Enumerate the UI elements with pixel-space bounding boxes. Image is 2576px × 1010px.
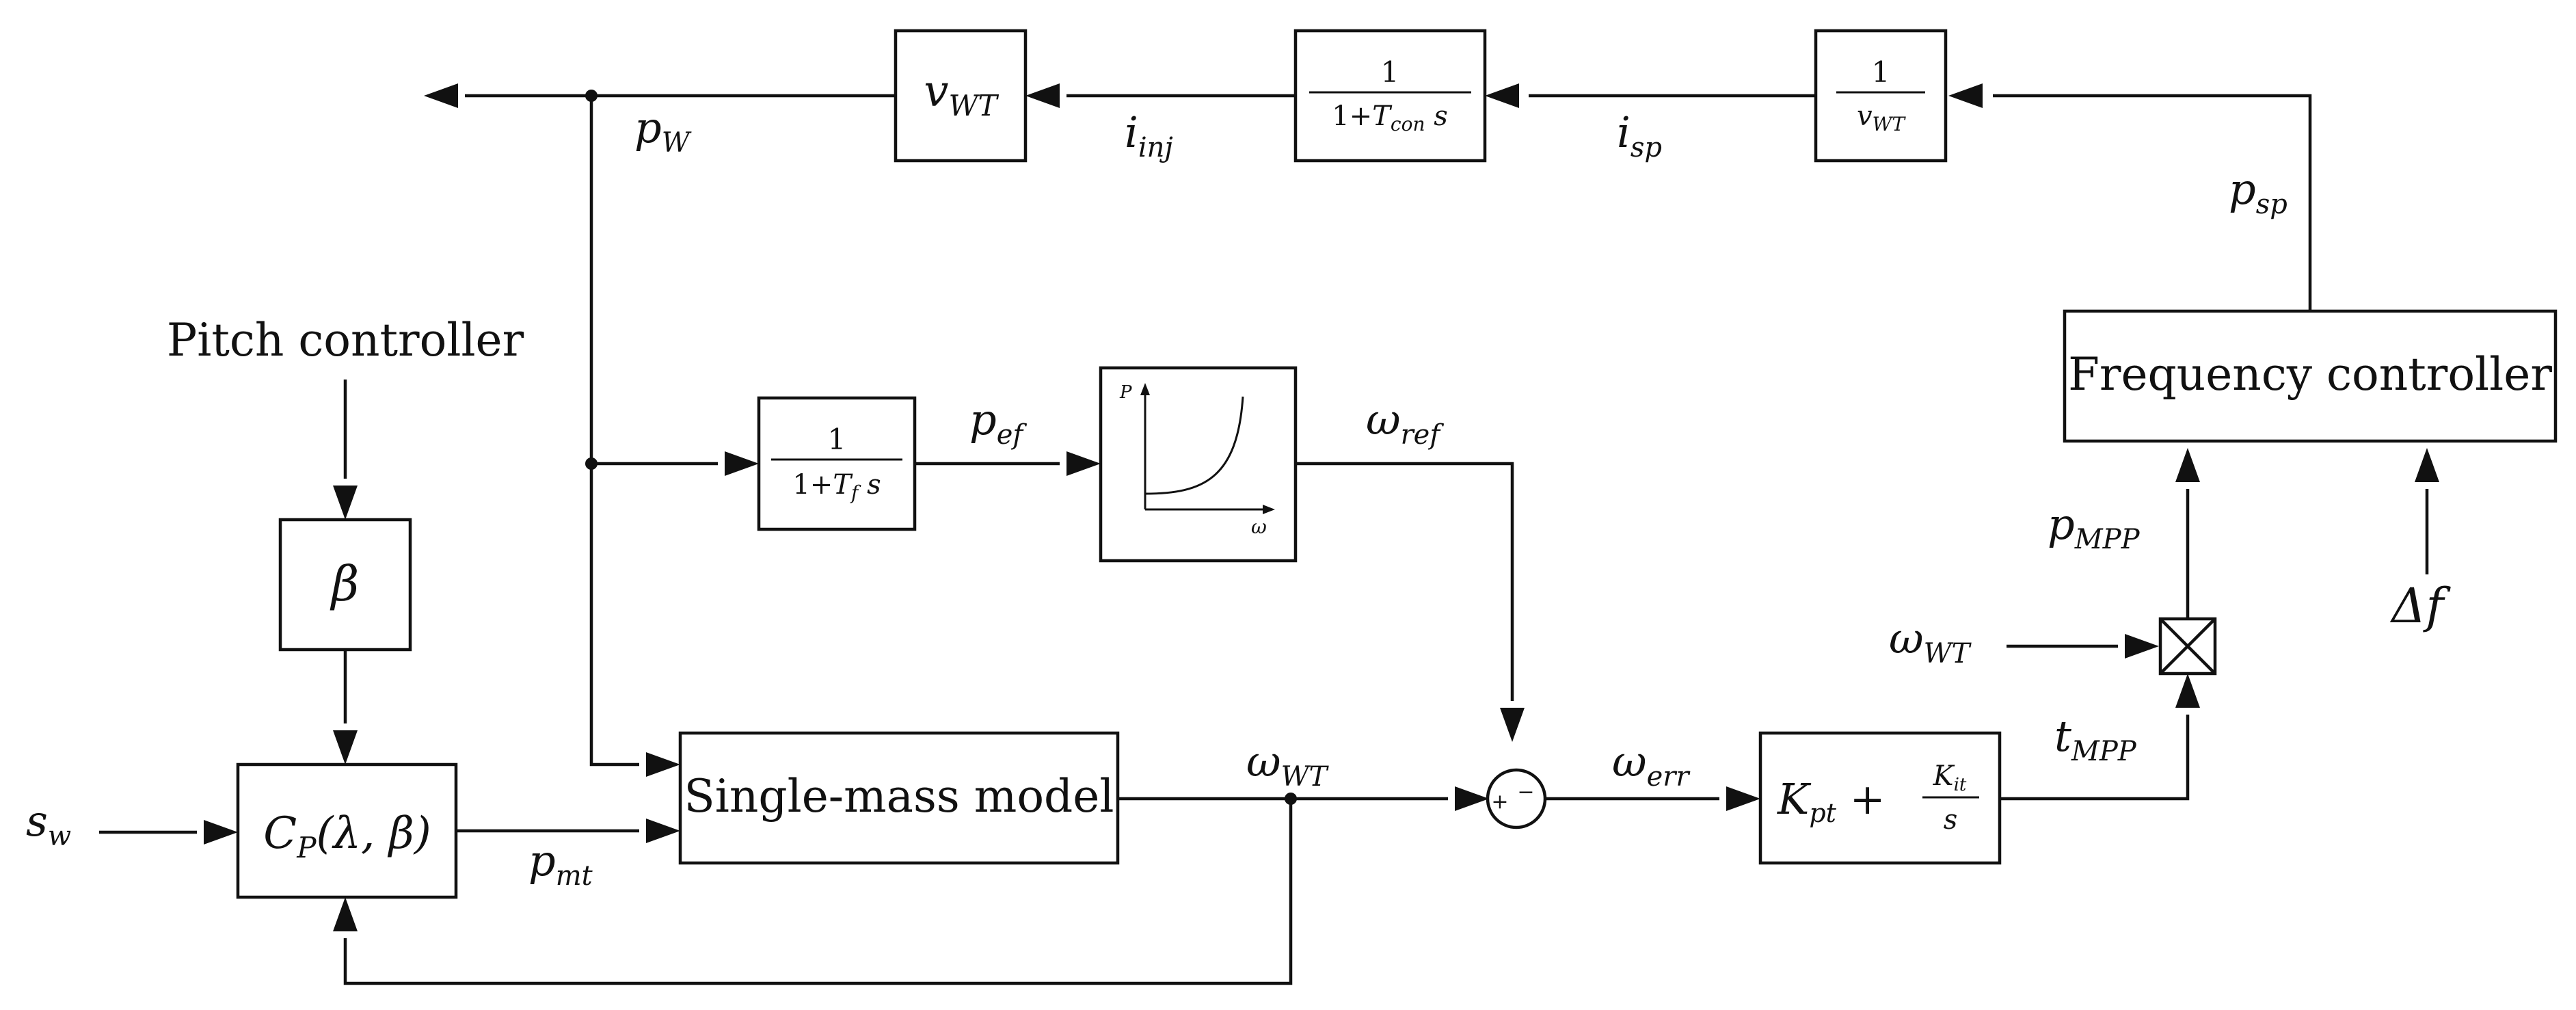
conv-tf-den-sub: con — [1391, 113, 1425, 135]
pi-k-sub: pt — [1809, 798, 1836, 828]
wire-psp — [1993, 94, 2312, 311]
label-p-ef: pef — [969, 395, 1027, 451]
svg-text:1+Tcon s: 1+Tcon s — [1332, 101, 1447, 135]
conv-tf-num: 1 — [1381, 55, 1399, 89]
conv-tf-den-prefix: 1+ — [1332, 101, 1372, 132]
wire-omega-feedback — [343, 799, 1293, 985]
label-p-mt: pmt — [528, 836, 593, 892]
cp-args: (λ, β) — [317, 808, 431, 859]
arrow-into-inv-v — [1948, 83, 1983, 108]
wire-tmpp — [2000, 715, 2190, 801]
arrow-pw-out — [424, 83, 458, 108]
arrow-into-freq-ctrl-p — [2175, 448, 2200, 482]
label-omega-wt: ωWT — [1246, 736, 1330, 793]
frequency-controller-label: Frequency controller — [2068, 348, 2552, 401]
label-i-inj: iinj — [1125, 107, 1173, 163]
curve-line — [1144, 396, 1244, 495]
arrow-into-filter — [725, 451, 759, 476]
label-omega-err: ωerr — [1612, 736, 1691, 793]
junction-pw-top — [585, 90, 598, 102]
filter-tf-block: 1 1+Tf s — [757, 396, 917, 531]
signal-labels: pW iinj isp psp pef ωref pMPP ωWT Δf ωWT… — [26, 103, 2452, 892]
wire-pw-branch — [589, 96, 639, 767]
multiplier-block — [2158, 617, 2217, 676]
label-t-mpp: tMPP — [2054, 711, 2137, 767]
inv-v-den-var: v — [1857, 101, 1873, 132]
label-p-w: pW — [634, 103, 692, 159]
label-omega-wt-in: ωWT — [1889, 613, 1972, 669]
single-mass-model-block: Single-mass model — [678, 731, 1120, 865]
svg-text:vWT: vWT — [924, 66, 999, 122]
v-gain-block: vWT — [894, 29, 1028, 163]
sum-plus-sign: + — [1491, 790, 1508, 814]
inv-v-den-sub: WT — [1873, 113, 1907, 135]
svg-text:Kpt +: Kpt + — [1777, 774, 1886, 828]
curve-y-label: P — [1119, 382, 1132, 403]
arrow-into-multiplier-t — [2175, 674, 2200, 708]
arrow-into-multiplier-w — [2125, 634, 2159, 659]
label-p-mpp: pMPP — [2048, 499, 2141, 555]
pi-s-symbol: s — [1944, 804, 1958, 836]
beta-symbol: β — [330, 556, 359, 612]
summation-junction: + − — [1486, 768, 1547, 829]
wire-omega-ref — [1296, 462, 1514, 701]
label-i-sp: isp — [1617, 107, 1662, 163]
inv-v-num: 1 — [1872, 55, 1890, 89]
cp-sub: P — [296, 831, 317, 864]
label-s-w: sw — [26, 796, 71, 852]
filter-tf-den-var: T — [833, 469, 853, 501]
svg-text:CP(λ, β): CP(λ, β) — [263, 808, 431, 864]
arrow-into-freq-ctrl-df — [2415, 448, 2439, 482]
conv-tf-den-suffix: s — [1425, 101, 1447, 132]
arrow-into-conv-tf — [1485, 83, 1519, 108]
arrow-into-sum-wt — [1455, 786, 1489, 811]
v-gain-sub: WT — [948, 89, 999, 122]
arrow-into-cp-beta — [333, 730, 358, 765]
beta-block: β — [278, 518, 412, 652]
arrow-into-curve — [1066, 451, 1101, 476]
signal-wires — [99, 83, 2439, 985]
arrow-into-v-gain — [1025, 83, 1060, 108]
arrow-into-single-mass-pmt — [646, 819, 680, 843]
cp-block: CP(λ, β) — [236, 762, 458, 899]
arrow-into-sum-ref — [1500, 708, 1525, 742]
pi-ki-symbol: K — [1933, 760, 1955, 792]
power-speed-curve-block: P ω — [1099, 366, 1298, 563]
svg-text:vWT: vWT — [1857, 101, 1906, 135]
pitch-controller-label: Pitch controller — [167, 314, 524, 367]
pi-ki-sub: it — [1954, 775, 1967, 795]
single-mass-model-label: Single-mass model — [684, 770, 1114, 823]
arrow-into-pi — [1726, 786, 1760, 811]
curve-x-label: ω — [1251, 516, 1267, 538]
label-p-sp: psp — [2229, 164, 2287, 220]
label-delta-f: Δf — [2389, 578, 2452, 634]
sum-minus-sign: − — [1517, 780, 1534, 804]
converter-tf-block: 1 1+Tcon s — [1293, 29, 1487, 163]
filter-tf-den-suffix: s — [858, 469, 881, 501]
arrow-into-cp-sw — [204, 820, 238, 845]
filter-tf-num: 1 — [828, 423, 846, 456]
arrow-into-cp-feedback — [333, 897, 358, 931]
v-gain-symbol: v — [924, 66, 948, 117]
arrow-into-beta — [333, 486, 358, 520]
svg-text:1+Tf s: 1+Tf s — [792, 469, 881, 504]
filter-tf-den-prefix: 1+ — [792, 469, 833, 501]
pi-controller-block: Kpt + Kit s — [1758, 731, 2002, 865]
arrow-into-single-mass-pw — [646, 752, 680, 777]
svg-text:Kit: Kit — [1933, 760, 1967, 795]
label-omega-ref: ωref — [1366, 395, 1444, 451]
conv-tf-den-var: T — [1372, 101, 1393, 132]
frequency-controller-block: Frequency controller — [2063, 309, 2558, 443]
pi-k-symbol: K — [1777, 774, 1812, 824]
pi-plus: + — [1836, 774, 1886, 824]
inverse-v-block: 1 vWT — [1814, 29, 1948, 163]
cp-symbol: C — [263, 808, 297, 859]
